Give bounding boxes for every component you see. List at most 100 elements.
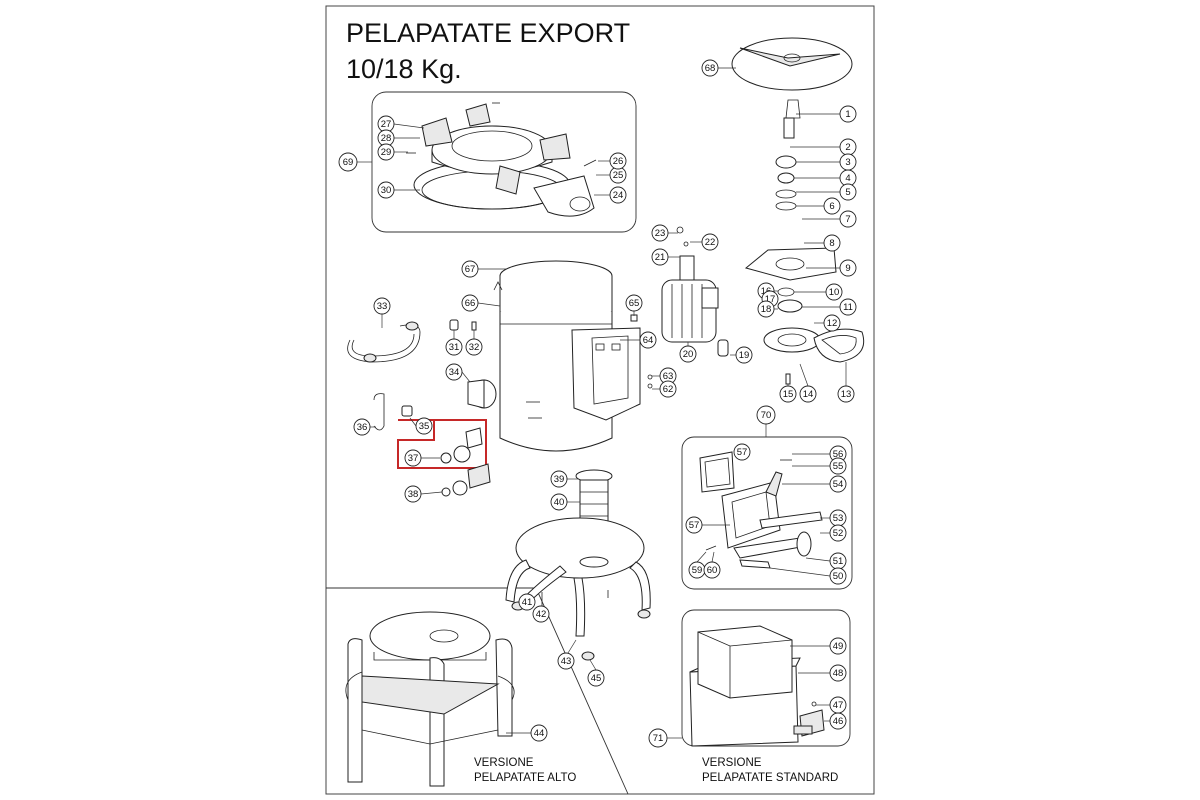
callout-56: 56 bbox=[792, 445, 847, 463]
callout-25: 25 bbox=[596, 166, 627, 184]
svg-text:66: 66 bbox=[465, 298, 476, 309]
switch-parts-drawing bbox=[440, 427, 491, 497]
callout-55: 55 bbox=[792, 457, 847, 475]
svg-text:5: 5 bbox=[845, 187, 850, 198]
callout-37: 37 bbox=[404, 449, 440, 467]
callout-28: 28 bbox=[377, 129, 420, 147]
callout-13: 13 bbox=[837, 362, 855, 403]
svg-text:68: 68 bbox=[705, 63, 716, 74]
callout-57: 57 bbox=[733, 443, 751, 461]
standard-version-label: VERSIONE bbox=[702, 757, 762, 769]
callout-67: 67 bbox=[461, 260, 506, 278]
svg-text:37: 37 bbox=[408, 453, 419, 464]
callout-29: 29 bbox=[377, 143, 408, 161]
base-stand-drawing bbox=[505, 469, 651, 661]
callout-32: 32 bbox=[465, 330, 483, 356]
svg-text:43: 43 bbox=[561, 656, 572, 667]
callout-6: 6 bbox=[796, 197, 841, 215]
callout-42: 42 bbox=[532, 605, 550, 623]
callout-59: 57 bbox=[685, 516, 730, 534]
svg-text:57: 57 bbox=[737, 447, 748, 458]
door-assembly-drawing bbox=[699, 451, 823, 569]
svg-text:59: 59 bbox=[692, 565, 703, 576]
svg-text:45: 45 bbox=[591, 673, 602, 684]
highlight-outline-fill bbox=[397, 419, 487, 469]
accessory-parts-drawing bbox=[347, 319, 497, 431]
alto-stand-drawing bbox=[345, 611, 515, 787]
svg-text:64: 64 bbox=[643, 335, 654, 346]
svg-text:11: 11 bbox=[843, 302, 853, 313]
svg-text:22: 22 bbox=[705, 237, 716, 248]
svg-text:27: 27 bbox=[381, 119, 392, 130]
svg-text:16: 16 bbox=[761, 286, 772, 297]
callout-2: 2 bbox=[790, 138, 857, 156]
callout-26: 26 bbox=[598, 152, 627, 170]
callout-18: 18 bbox=[757, 300, 778, 318]
callout-15: 15 bbox=[779, 384, 797, 403]
svg-text:56: 56 bbox=[833, 449, 844, 460]
svg-text:50: 50 bbox=[833, 571, 844, 582]
svg-text:23: 23 bbox=[655, 228, 666, 239]
svg-text:30: 30 bbox=[381, 185, 392, 196]
svg-text:28: 28 bbox=[381, 133, 392, 144]
callout-71: 71 bbox=[648, 728, 682, 748]
alto-version-label: VERSIONE bbox=[474, 757, 534, 769]
svg-text:1: 1 bbox=[845, 109, 850, 120]
svg-text:54: 54 bbox=[833, 479, 844, 490]
title-line-2: 10/18 Kg. bbox=[346, 54, 462, 84]
callout-68: 68 bbox=[701, 59, 736, 77]
svg-text:49: 49 bbox=[833, 641, 844, 652]
svg-text:39: 39 bbox=[554, 474, 565, 485]
callout-group: 68 1 2 3 4 5 6 7 8 9 10 11 12 13 14 15 1… bbox=[338, 59, 857, 748]
door-assembly-box bbox=[681, 436, 853, 590]
svg-text:15: 15 bbox=[783, 389, 794, 400]
svg-text:57: 57 bbox=[689, 520, 700, 531]
svg-text:25: 25 bbox=[613, 170, 624, 181]
standard-name-label: PELAPATATE STANDARD bbox=[702, 772, 838, 784]
svg-text:6: 6 bbox=[829, 201, 834, 212]
svg-text:69: 69 bbox=[343, 157, 354, 168]
svg-text:40: 40 bbox=[554, 497, 565, 508]
callout-23: 23 bbox=[651, 224, 678, 242]
callout-65: 65 bbox=[625, 294, 643, 316]
svg-text:33: 33 bbox=[377, 301, 388, 312]
svg-text:71: 71 bbox=[653, 733, 664, 744]
motor-drawing bbox=[661, 226, 729, 357]
svg-text:4: 4 bbox=[845, 173, 850, 184]
callout-62: 62 bbox=[652, 380, 677, 398]
svg-text:52: 52 bbox=[833, 528, 844, 539]
svg-text:42: 42 bbox=[536, 609, 547, 620]
version-labels: VERSIONE PELAPATATE ALTO VERSIONE PELAPA… bbox=[474, 757, 838, 784]
callout-64: 64 bbox=[620, 331, 657, 349]
callout-35: 35 bbox=[409, 417, 433, 435]
callout-33: 33 bbox=[373, 297, 391, 328]
title-line-1: PELAPATATE EXPORT bbox=[346, 18, 630, 48]
svg-text:29: 29 bbox=[381, 147, 392, 158]
callout-3: 3 bbox=[796, 153, 857, 171]
callout-50: 50 bbox=[769, 567, 847, 585]
svg-text:51: 51 bbox=[833, 556, 844, 567]
callout-27: 27 bbox=[377, 115, 425, 133]
standard-base-box bbox=[681, 609, 851, 747]
svg-text:38: 38 bbox=[408, 489, 419, 500]
callout-21: 21 bbox=[651, 248, 680, 266]
callout-5: 5 bbox=[796, 183, 857, 201]
callout-11: 11 bbox=[802, 298, 857, 316]
callout-8: 8 bbox=[804, 234, 841, 252]
callout-12: 12 bbox=[814, 314, 841, 332]
callout-70: 70 bbox=[756, 405, 776, 437]
svg-text:55: 55 bbox=[833, 461, 844, 472]
svg-text:14: 14 bbox=[803, 389, 814, 400]
callout-24: 24 bbox=[594, 186, 627, 204]
svg-text:2: 2 bbox=[845, 142, 850, 153]
standard-base-drawing bbox=[689, 625, 825, 747]
svg-text:3: 3 bbox=[845, 157, 850, 168]
callout-44: 44 bbox=[506, 724, 548, 742]
svg-text:10: 10 bbox=[829, 287, 840, 298]
svg-text:18: 18 bbox=[761, 304, 772, 315]
callout-20: 20 bbox=[679, 342, 697, 363]
cover-assembly-drawing bbox=[406, 102, 597, 217]
svg-text:48: 48 bbox=[833, 668, 844, 679]
callout-38: 38 bbox=[404, 485, 443, 503]
